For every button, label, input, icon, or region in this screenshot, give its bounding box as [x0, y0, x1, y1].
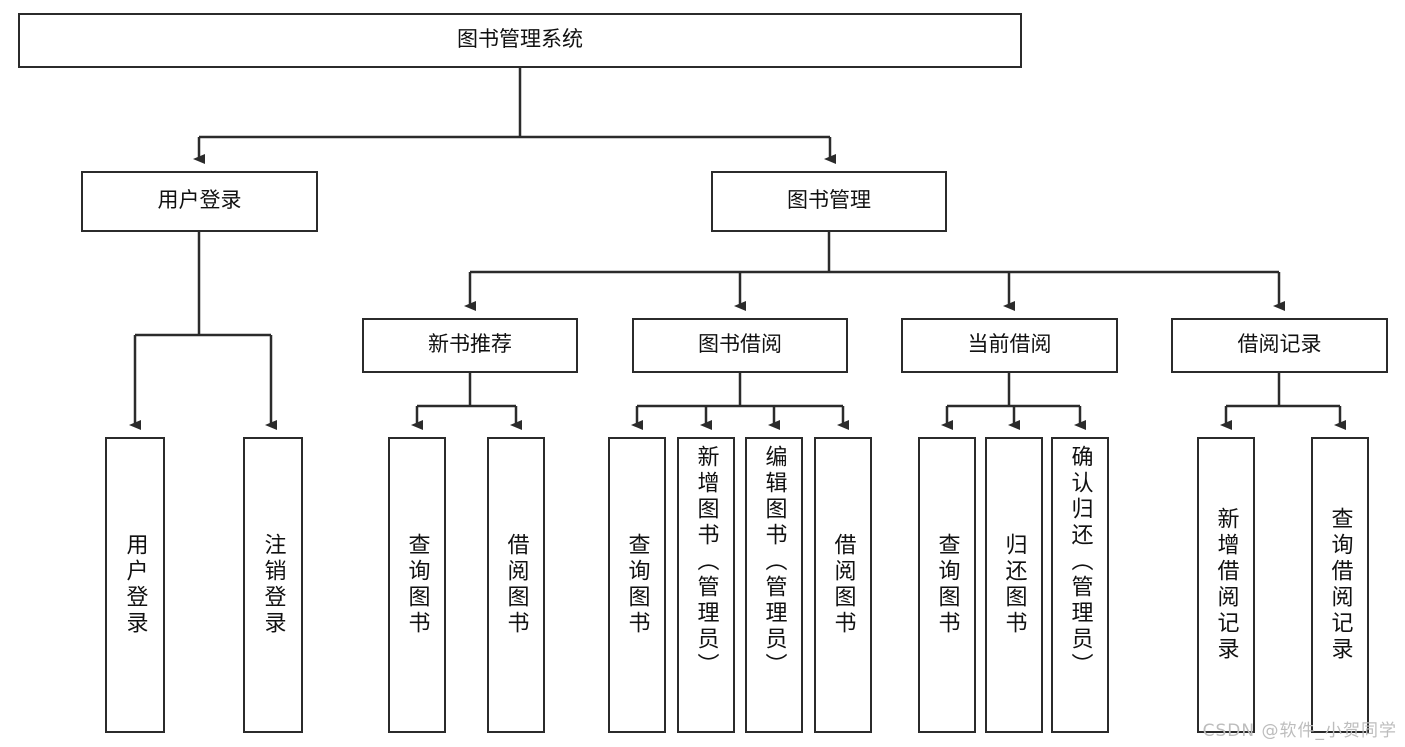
- leaf-label: 归还图书: [1001, 533, 1027, 637]
- node-book-borrow[interactable]: 图书借阅: [632, 318, 848, 373]
- node-current-borrow[interactable]: 当前借阅: [901, 318, 1118, 373]
- node-user-login[interactable]: 用户登录: [81, 171, 318, 232]
- leaf-label: 用户登录: [122, 533, 148, 637]
- leaf-leaf-edit-book-admin[interactable]: 编辑图书（管理员）: [745, 437, 803, 733]
- leaf-leaf-borrow-book[interactable]: 借阅图书: [814, 437, 872, 733]
- node-label: 图书管理系统: [457, 28, 583, 52]
- leaf-leaf-return-book[interactable]: 归还图书: [985, 437, 1043, 733]
- node-borrow-record[interactable]: 借阅记录: [1171, 318, 1388, 373]
- leaf-label: 查询图书: [624, 533, 650, 637]
- leaf-leaf-add-book-admin[interactable]: 新增图书（管理员）: [677, 437, 735, 733]
- leaf-label: 借阅图书: [830, 533, 856, 637]
- node-label: 用户登录: [157, 189, 242, 213]
- node-label: 借阅记录: [1237, 333, 1322, 357]
- node-label: 图书管理: [787, 189, 871, 213]
- leaf-label: 查询图书: [934, 533, 960, 637]
- leaf-label: 编辑图书（管理员）: [761, 445, 787, 679]
- node-new-book-recommend[interactable]: 新书推荐: [362, 318, 578, 373]
- node-root-system[interactable]: 图书管理系统: [18, 13, 1022, 68]
- node-book-manage[interactable]: 图书管理: [711, 171, 947, 232]
- node-label: 新书推荐: [428, 333, 512, 357]
- leaf-label: 新增借阅记录: [1213, 507, 1239, 663]
- leaf-leaf-add-borrow-record[interactable]: 新增借阅记录: [1197, 437, 1255, 733]
- node-label: 图书借阅: [698, 333, 782, 357]
- leaf-leaf-borrow-book-rec[interactable]: 借阅图书: [487, 437, 545, 733]
- leaf-label: 确认归还（管理员）: [1067, 445, 1093, 679]
- node-label: 当前借阅: [967, 333, 1052, 357]
- leaf-leaf-query-book-cur[interactable]: 查询图书: [918, 437, 976, 733]
- leaf-label: 注销登录: [260, 533, 286, 637]
- leaf-leaf-user-logout[interactable]: 注销登录: [243, 437, 303, 733]
- leaf-label: 查询借阅记录: [1327, 507, 1353, 663]
- leaf-label: 借阅图书: [503, 533, 529, 637]
- leaf-leaf-query-borrow-record[interactable]: 查询借阅记录: [1311, 437, 1369, 733]
- leaf-leaf-query-book-rec[interactable]: 查询图书: [388, 437, 446, 733]
- leaf-leaf-query-book-borrow[interactable]: 查询图书: [608, 437, 666, 733]
- leaf-label: 查询图书: [404, 533, 430, 637]
- leaf-leaf-confirm-return-admin[interactable]: 确认归还（管理员）: [1051, 437, 1109, 733]
- leaf-leaf-user-login[interactable]: 用户登录: [105, 437, 165, 733]
- leaf-label: 新增图书（管理员）: [693, 445, 719, 679]
